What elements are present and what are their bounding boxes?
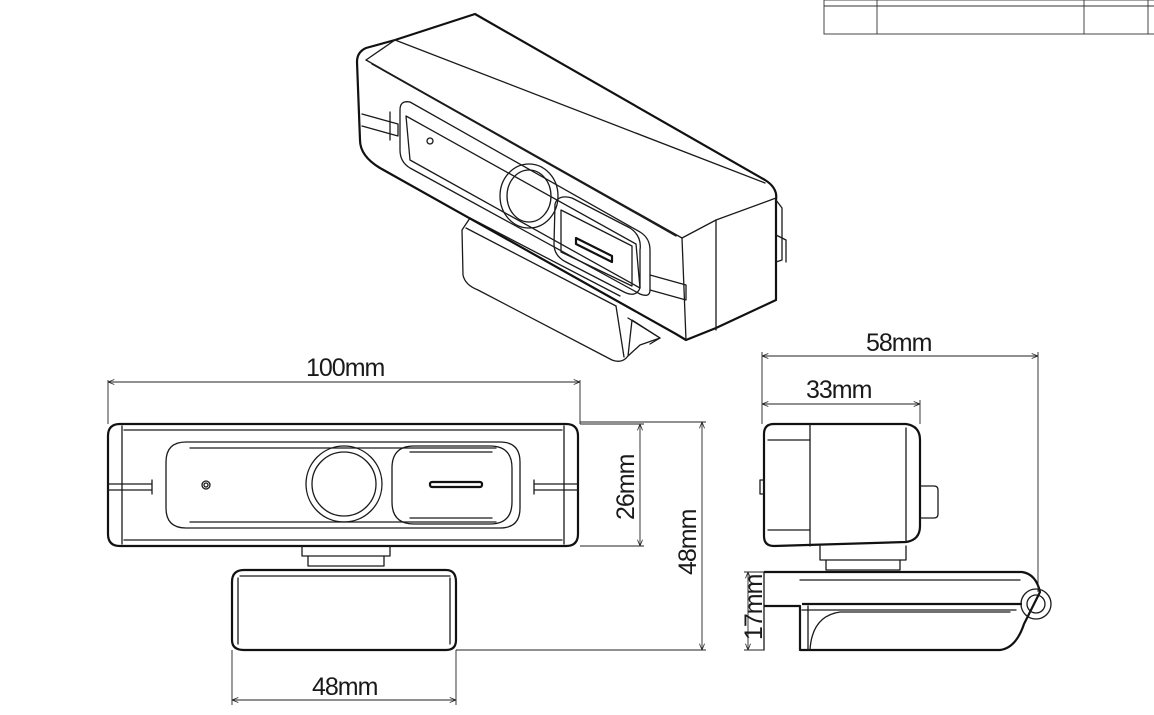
dim-front-total-height: 48mm xyxy=(674,509,702,575)
dim-front-width: 100mm xyxy=(306,354,385,382)
dim-clip-width: 48mm xyxy=(312,673,378,701)
dim-front-inner-height: 26mm xyxy=(612,454,640,520)
dim-side-clip-height: 17mm xyxy=(740,574,768,640)
isometric-view xyxy=(355,12,787,362)
dim-side-total-depth: 58mm xyxy=(866,329,932,357)
side-view xyxy=(759,422,1052,652)
side-dimensions: 58mm 33mm 17mm xyxy=(740,329,1039,651)
dim-side-body-depth: 33mm xyxy=(806,376,872,404)
title-block xyxy=(823,0,1154,35)
front-dimensions: 100mm 26mm 48mm 48mm xyxy=(107,354,706,705)
front-view xyxy=(106,422,580,652)
